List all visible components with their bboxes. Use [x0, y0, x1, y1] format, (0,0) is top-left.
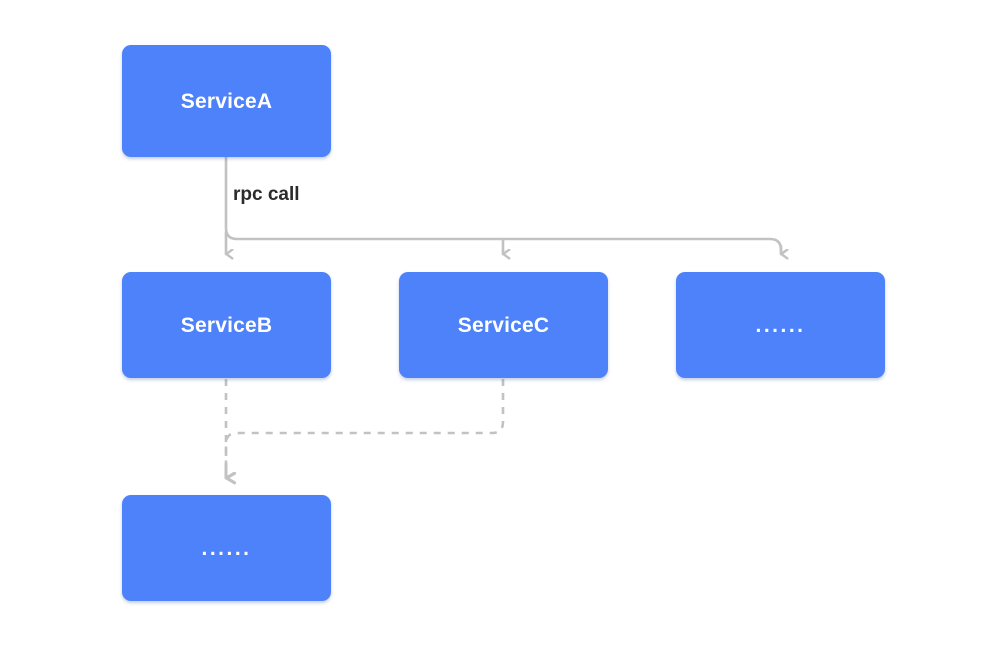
node-serviceb[interactable]: ServiceB: [122, 272, 331, 378]
node-servicea-label: ServiceA: [180, 89, 273, 113]
node-serviceb-label: ServiceB: [180, 313, 273, 337]
node-more-peers-label: ......: [755, 313, 806, 337]
node-more-downstream[interactable]: ......: [122, 495, 331, 601]
node-more-downstream-label: ......: [201, 536, 252, 560]
node-servicec-label: ServiceC: [457, 313, 550, 337]
edge-label-rpc-call: rpc call: [233, 184, 300, 205]
edge-servicec-more2: [224, 379, 505, 470]
node-more-peers[interactable]: ......: [676, 272, 885, 378]
node-servicea[interactable]: ServiceA: [122, 45, 331, 157]
node-servicec[interactable]: ServiceC: [399, 272, 608, 378]
edge-servicea-bus: [224, 155, 783, 255]
